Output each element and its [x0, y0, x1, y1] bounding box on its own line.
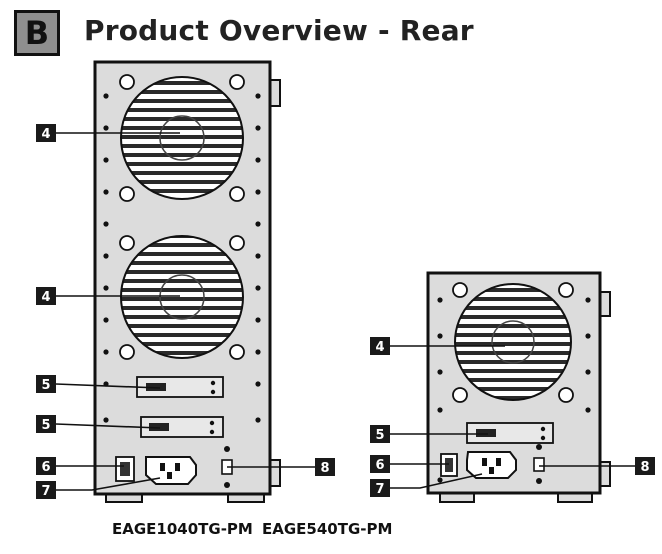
callout-tag-switch-small: 6 — [370, 455, 390, 473]
svg-text:5: 5 — [41, 378, 50, 393]
section-badge: B — [14, 10, 60, 56]
callout-tag-socket-large: 7 — [36, 481, 56, 499]
svg-text:5: 5 — [41, 418, 50, 433]
small-power-socket — [466, 451, 517, 479]
large-power-socket — [145, 456, 197, 485]
large-fan-bottom — [119, 235, 245, 360]
small-lock-slot — [533, 444, 545, 484]
svg-text:6: 6 — [41, 460, 50, 475]
callout-tag-card-large-2: 5 — [36, 415, 56, 433]
large-power-switch — [115, 456, 135, 482]
large-fan-top — [119, 74, 245, 202]
callout-tag-fan-large-bottom: 4 — [36, 287, 56, 305]
large-interface-card-2 — [140, 416, 224, 438]
callout-lines — [55, 132, 635, 491]
small-interface-card — [466, 422, 554, 444]
svg-text:5: 5 — [375, 428, 384, 443]
svg-text:4: 4 — [41, 290, 50, 305]
model-label-small: EAGE540TG-PM — [262, 520, 393, 538]
svg-text:8: 8 — [640, 460, 649, 475]
small-fan — [452, 282, 574, 403]
page-title: Product Overview - Rear — [84, 14, 474, 47]
callout-tag-socket-small: 7 — [370, 479, 390, 497]
model-label-large: EAGE1040TG-PM — [112, 520, 253, 538]
callout-tag-switch-large: 6 — [36, 457, 56, 475]
svg-text:7: 7 — [41, 484, 50, 499]
callout-tag-fan-small: 4 — [370, 337, 390, 355]
svg-text:7: 7 — [375, 482, 384, 497]
svg-text:4: 4 — [375, 340, 384, 355]
callout-tag-card-small: 5 — [370, 425, 390, 443]
svg-text:6: 6 — [375, 458, 384, 473]
callout-tag-lock-large: 8 — [315, 458, 335, 476]
callout-tag-card-large-1: 5 — [36, 375, 56, 393]
callout-tag-lock-small: 8 — [635, 457, 655, 475]
callout-tag-fan-large-top: 4 — [36, 124, 56, 142]
svg-text:8: 8 — [320, 461, 329, 476]
small-power-switch — [440, 453, 458, 477]
svg-text:4: 4 — [41, 127, 50, 142]
